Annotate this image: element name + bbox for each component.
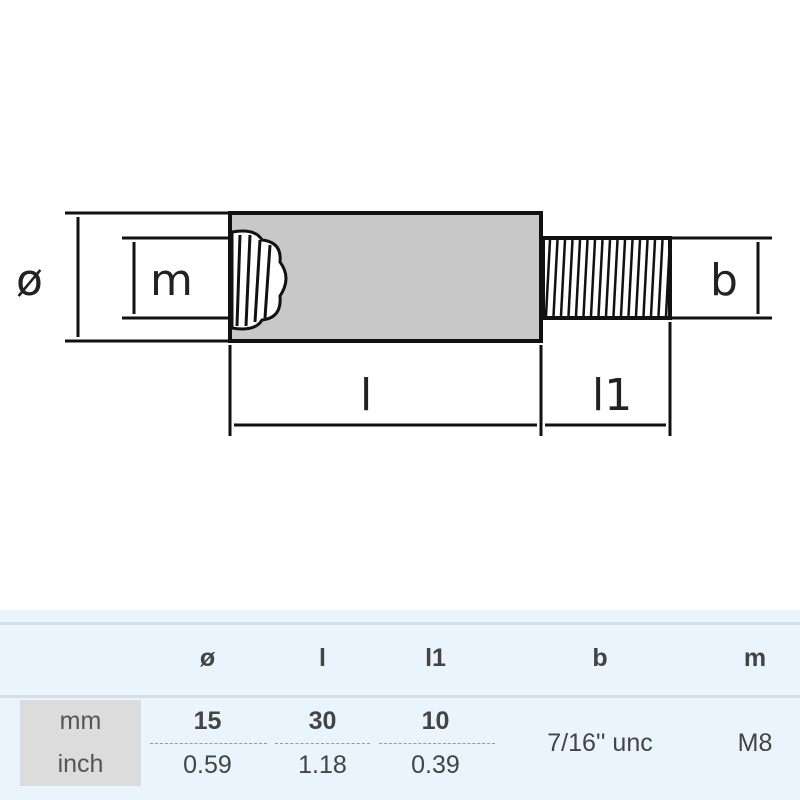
- anode-technical-drawing: ø m b l l1: [16, 211, 772, 436]
- mm-diameter: 15: [193, 707, 222, 735]
- dim-label-l1: l1: [592, 370, 632, 421]
- mm-l1: 10: [421, 707, 450, 735]
- unit-label-inch: inch: [20, 743, 141, 786]
- female-thread: [230, 229, 288, 331]
- dimension-lines: [65, 211, 772, 436]
- thread-hatch-line: [664, 239, 672, 317]
- thread-hatch-line: [574, 239, 582, 317]
- header-m: m: [743, 644, 767, 672]
- dim-label-l: l: [360, 370, 372, 421]
- thread-hatch-line: [582, 239, 589, 317]
- thread-hatch-line: [627, 239, 634, 317]
- inch-l: 1.18: [298, 751, 347, 779]
- thread-hatch-line: [634, 239, 642, 317]
- thread-hatch-line: [649, 239, 657, 317]
- thread-hatch-line: [597, 239, 604, 317]
- thread-hatch-line: [619, 239, 627, 317]
- unit-label-mm: mm: [20, 700, 141, 743]
- thread-hatch-line: [604, 239, 612, 317]
- dim-label-diameter: ø: [16, 255, 43, 306]
- thread-hatch-line: [544, 239, 552, 317]
- dimensions-table: ø l l1 b m mm inch 15 30 10 0.59 1.18 0.…: [0, 610, 800, 800]
- thread-hatch-line: [657, 239, 664, 317]
- thread-hatch-line: [612, 239, 619, 317]
- dim-label-b: b: [710, 255, 738, 306]
- thread-hatch-line: [642, 239, 649, 317]
- thread-hatch-line: [567, 239, 574, 317]
- dim-label-m: m: [150, 255, 193, 306]
- b-value: 7/16'' unc: [547, 729, 653, 757]
- thread-hatch-line: [552, 239, 559, 317]
- thread-hatch-line: [589, 239, 597, 317]
- thread-hatch-line: [559, 239, 567, 317]
- male-thread-stud: [541, 236, 672, 320]
- header-l1: l1: [425, 644, 446, 672]
- header-diameter: ø: [199, 644, 216, 672]
- inch-l1: 0.39: [411, 751, 460, 779]
- mm-l: 30: [308, 707, 337, 735]
- m-value: M8: [737, 729, 773, 757]
- header-l: l: [319, 644, 326, 672]
- inch-diameter: 0.59: [183, 751, 232, 779]
- header-b: b: [592, 644, 608, 672]
